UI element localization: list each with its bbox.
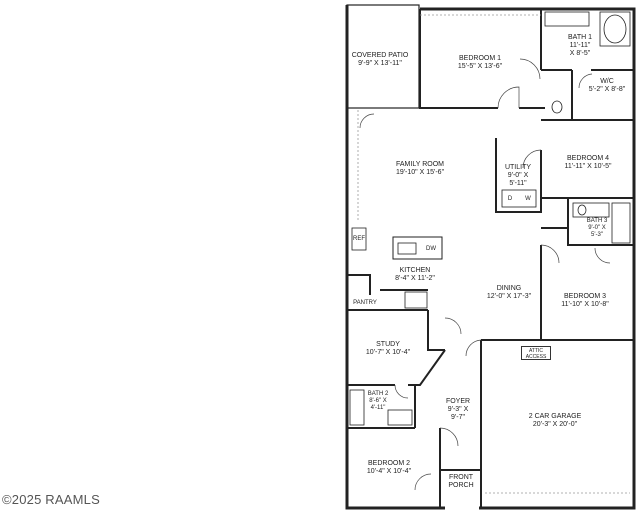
laundry-area bbox=[501, 189, 537, 208]
kitchen-island bbox=[392, 236, 443, 260]
toilet-bath1 bbox=[551, 100, 563, 114]
attic-access: ATTIC ACCESS bbox=[521, 346, 551, 360]
copyright-watermark: ©2025 RAAMLS bbox=[2, 492, 100, 507]
bath3-tub bbox=[611, 202, 631, 244]
dryer-label: D bbox=[507, 196, 513, 202]
toilet-bath3 bbox=[577, 204, 587, 216]
bath1-tub bbox=[599, 11, 631, 47]
dw-label: DW bbox=[426, 246, 436, 252]
bath2-tub bbox=[349, 389, 365, 426]
ref-label: REF bbox=[353, 236, 365, 242]
outer-wall bbox=[420, 7, 636, 510]
refrigerator bbox=[351, 227, 367, 251]
outer-wall-front bbox=[345, 110, 445, 510]
bath1-vanity bbox=[544, 11, 590, 27]
range bbox=[404, 291, 428, 309]
washer-label: W bbox=[525, 196, 531, 202]
bath2-vanity bbox=[387, 409, 413, 426]
pantry-label: PANTRY bbox=[353, 300, 377, 306]
sink bbox=[397, 242, 417, 255]
bath3-vanity bbox=[572, 202, 610, 218]
